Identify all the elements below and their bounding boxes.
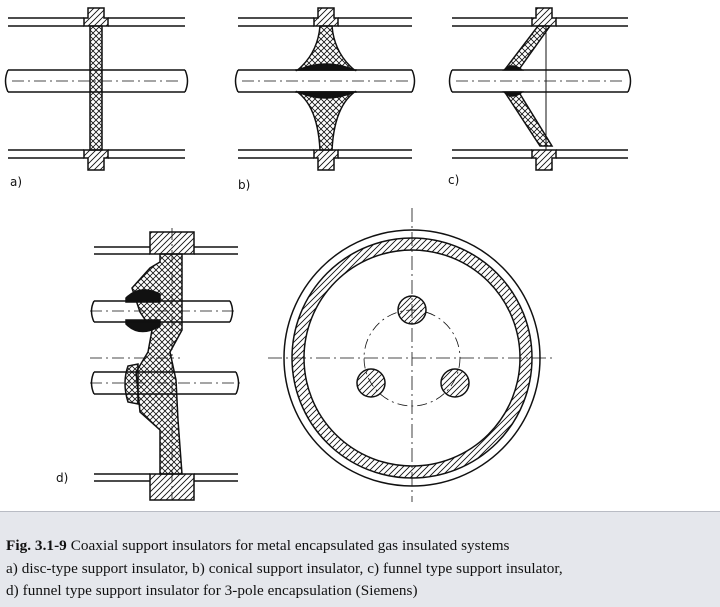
panel-a-label: a): [10, 175, 22, 189]
panel-c-label: c): [448, 173, 459, 187]
panel-a-disc-insulator: [4, 7, 189, 171]
panel-b-conical-insulator: [234, 7, 416, 171]
panel-b-label: b): [238, 178, 250, 192]
panel-d-label: d): [56, 471, 68, 485]
figure-number: Fig. 3.1-9: [6, 537, 67, 554]
panel-d-front-view: [268, 208, 556, 502]
panel-c-funnel-insulator: [448, 7, 632, 171]
caption-title: Coaxial support insulators for metal enc…: [70, 537, 510, 554]
figure-drawing: a) b) c): [4, 7, 632, 502]
figure-caption: Fig. 3.1-9 Coaxial support insulators fo…: [0, 511, 720, 607]
caption-line-3: d) funnel type support insulator for 3-p…: [6, 582, 418, 599]
panel-d-side-view: [90, 228, 240, 501]
caption-line-2: a) disc-type support insulator, b) conic…: [6, 560, 563, 577]
caption-title-line: Fig. 3.1-9 Coaxial support insulators fo…: [6, 537, 510, 555]
